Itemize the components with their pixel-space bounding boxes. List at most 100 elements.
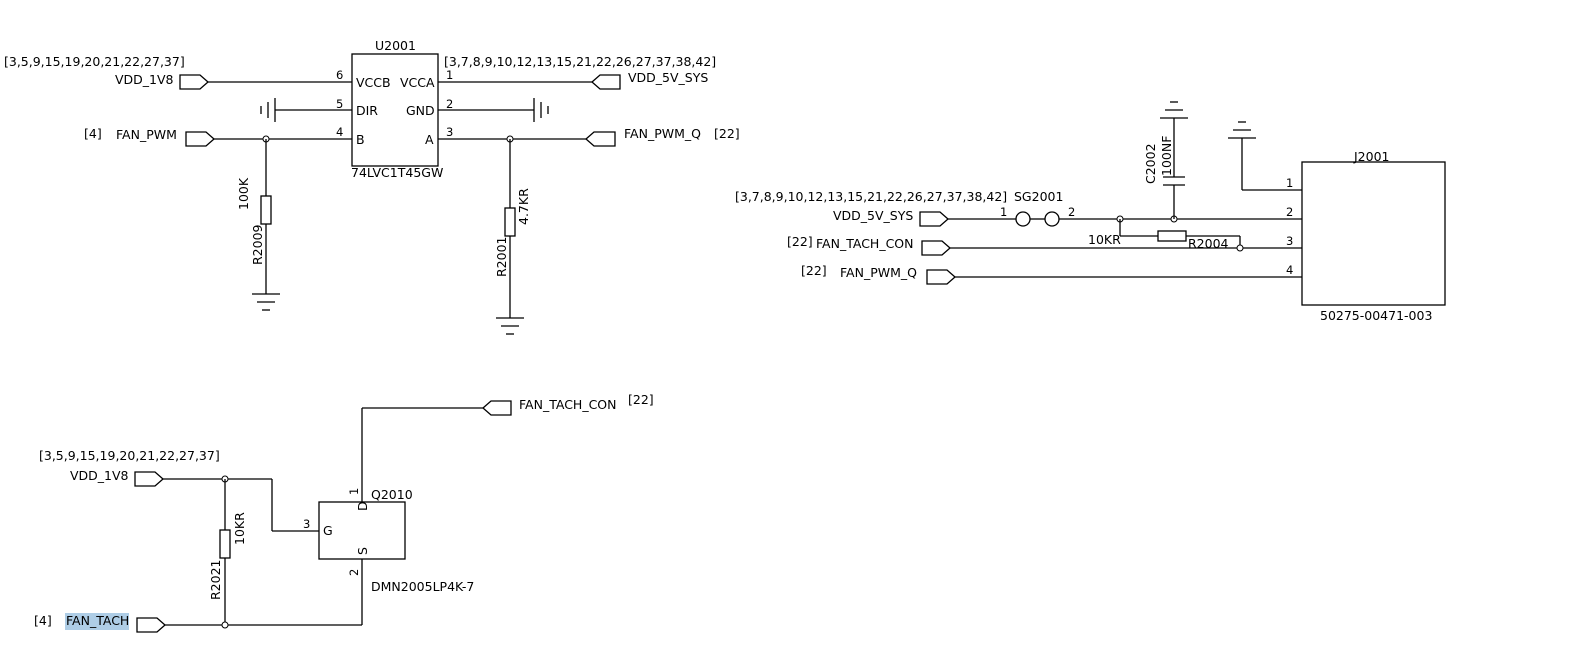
u2001-pin-vcca-name: VCCA	[400, 75, 435, 90]
net-label: FAN_PWM_Q	[624, 126, 701, 141]
net-refs: [4]	[84, 126, 102, 141]
u2001-ref: U2001	[375, 38, 416, 53]
text-selection-highlight	[65, 613, 129, 630]
net-refs: [22]	[787, 234, 813, 249]
u2001-pin-dir-name: DIR	[356, 103, 378, 118]
port-icon	[179, 74, 209, 90]
j2001-pin-3: 3	[1286, 234, 1293, 248]
gnd-pin-ground-symbol	[438, 98, 549, 122]
net-refs: [22]	[801, 263, 827, 278]
r2021-ref: R2021	[208, 560, 223, 601]
net-vdd-1v8-top[interactable]: [3,5,9,15,19,20,21,22,27,37] VDD_1V8	[4, 54, 352, 90]
r2009-ref: R2009	[250, 224, 265, 265]
q2010-ref: Q2010	[371, 487, 413, 502]
j2001-ref: J2001	[1353, 149, 1390, 164]
j2001-connector[interactable]: J2001 50275-00471-003 1 2 3 4	[1286, 149, 1446, 323]
j2001-part: 50275-00471-003	[1320, 308, 1432, 323]
u2001-pin-4-num: 4	[336, 125, 343, 139]
sg-circle-left	[1015, 211, 1031, 227]
q2010-pin-2-num: 2	[347, 569, 361, 576]
connector-body	[1301, 161, 1446, 306]
sg2001-spark-gap[interactable]: SG2001 1 2	[1000, 189, 1075, 227]
u2001-pin-vccb-name: VCCB	[356, 75, 391, 90]
net-label: FAN_TACH_CON	[519, 397, 617, 412]
r2001-ref: R2001	[494, 237, 509, 278]
sg-circle-right	[1044, 211, 1060, 227]
net-refs: [22]	[714, 126, 740, 141]
resistor-body	[260, 195, 272, 225]
port-icon	[136, 617, 166, 633]
r2021-resistor[interactable]: 10KR R2021	[208, 479, 247, 625]
port-icon	[919, 211, 949, 227]
net-label: VDD_5V_SYS	[628, 70, 708, 85]
net-vdd-5v-sys-top[interactable]: [3,7,8,9,10,12,13,15,21,22,26,27,37,38,4…	[438, 54, 716, 90]
q2010-pin-3-num: 3	[303, 517, 310, 531]
port-icon	[134, 471, 164, 487]
resistor-body	[1157, 230, 1187, 242]
r2009-value: 100K	[236, 177, 251, 210]
junction-dot	[1236, 244, 1244, 252]
c2002-ref: C2002	[1143, 143, 1158, 184]
u2001-pin-gnd-name: GND	[406, 103, 435, 118]
net-vdd-1v8-bottom[interactable]: [3,5,9,15,19,20,21,22,27,37] VDD_1V8	[39, 448, 319, 532]
u2001-pin-2-num: 2	[446, 97, 453, 111]
q2010-pin-1-num: 1	[347, 488, 361, 495]
dir-ground-symbol	[260, 98, 352, 122]
junction-dot	[221, 621, 229, 629]
u2001-pin-a-name: A	[425, 132, 434, 147]
net-label: FAN_TACH_CON	[816, 236, 914, 251]
c2002-value: 100NF	[1159, 136, 1174, 176]
port-icon	[185, 131, 215, 147]
j2001-pin-1: 1	[1286, 176, 1293, 190]
r2021-value: 10KR	[232, 512, 247, 545]
net-fan-tach[interactable]: [4] FAN_TACH	[34, 559, 363, 633]
j2001-pin-4: 4	[1286, 263, 1293, 277]
net-fan-pwm-q-top[interactable]: FAN_PWM_Q [22]	[438, 126, 740, 147]
q2010-pin-s: S	[355, 547, 370, 555]
r2001-resistor[interactable]: 4.7KR R2001	[494, 139, 531, 335]
net-vdd-5v-sys-right[interactable]: [3,7,8,9,10,12,13,15,21,22,26,27,37,38,4…	[735, 189, 1016, 227]
r2004-resistor[interactable]: 10KR R2004	[1088, 219, 1241, 251]
net-label: FAN_PWM_Q	[840, 265, 917, 280]
net-label: VDD_1V8	[115, 72, 174, 87]
net-refs: [4]	[34, 613, 52, 628]
net-fan-pwm[interactable]: [4] FAN_PWM	[84, 126, 352, 147]
net-refs: [3,5,9,15,19,20,21,22,27,37]	[4, 54, 185, 69]
u2001-pin-1-num: 1	[446, 68, 453, 82]
u2001-level-shifter[interactable]: U2001 74LVC1T45GW VCCB DIR B VCCA GND A …	[336, 38, 453, 180]
port-icon	[591, 74, 621, 90]
sg2001-ref: SG2001	[1014, 189, 1063, 204]
q2010-body	[318, 501, 406, 560]
c2002-capacitor[interactable]: 100NF C2002	[1143, 101, 1188, 219]
port-icon	[926, 269, 956, 285]
u2001-pin-3-num: 3	[446, 125, 453, 139]
net-fan-pwm-q-right[interactable]: [22] FAN_PWM_Q	[801, 263, 1302, 285]
r2009-resistor[interactable]: 100K R2009	[236, 139, 280, 311]
u2001-part: 74LVC1T45GW	[351, 165, 443, 180]
net-label: VDD_5V_SYS	[833, 208, 913, 223]
r2001-value: 4.7KR	[516, 188, 531, 225]
net-refs: [3,7,8,9,10,12,13,15,21,22,26,27,37,38,4…	[444, 54, 716, 69]
resistor-body	[219, 529, 231, 559]
r2004-value: 10KR	[1088, 232, 1121, 247]
r2004-ref: R2004	[1188, 236, 1229, 251]
u2001-pin-6-num: 6	[336, 68, 343, 82]
port-icon	[482, 400, 512, 416]
net-refs: [3,7,8,9,10,12,13,15,21,22,26,27,37,38,4…	[735, 189, 1007, 204]
q2010-part: DMN2005LP4K-7	[371, 579, 474, 594]
u2001-pin-b-name: B	[356, 132, 365, 147]
resistor-body	[504, 207, 516, 237]
port-icon	[921, 240, 951, 256]
q2010-mosfet[interactable]: Q2010 DMN2005LP4K-7 G D S 3 1 2	[303, 487, 474, 594]
net-refs: [3,5,9,15,19,20,21,22,27,37]	[39, 448, 220, 463]
net-fan-tach-con-bottom[interactable]: FAN_TACH_CON [22]	[361, 392, 654, 502]
net-fan-tach-con-right[interactable]: [22] FAN_TACH_CON	[787, 234, 1302, 256]
q2010-pin-g: G	[323, 523, 333, 538]
port-icon	[585, 131, 616, 147]
net-refs: [22]	[628, 392, 654, 407]
j2001-ground-symbol	[1228, 121, 1302, 191]
net-label: FAN_PWM	[116, 127, 177, 142]
net-label[interactable]: FAN_TACH	[66, 613, 129, 628]
sg2001-pin2: 2	[1068, 205, 1075, 219]
